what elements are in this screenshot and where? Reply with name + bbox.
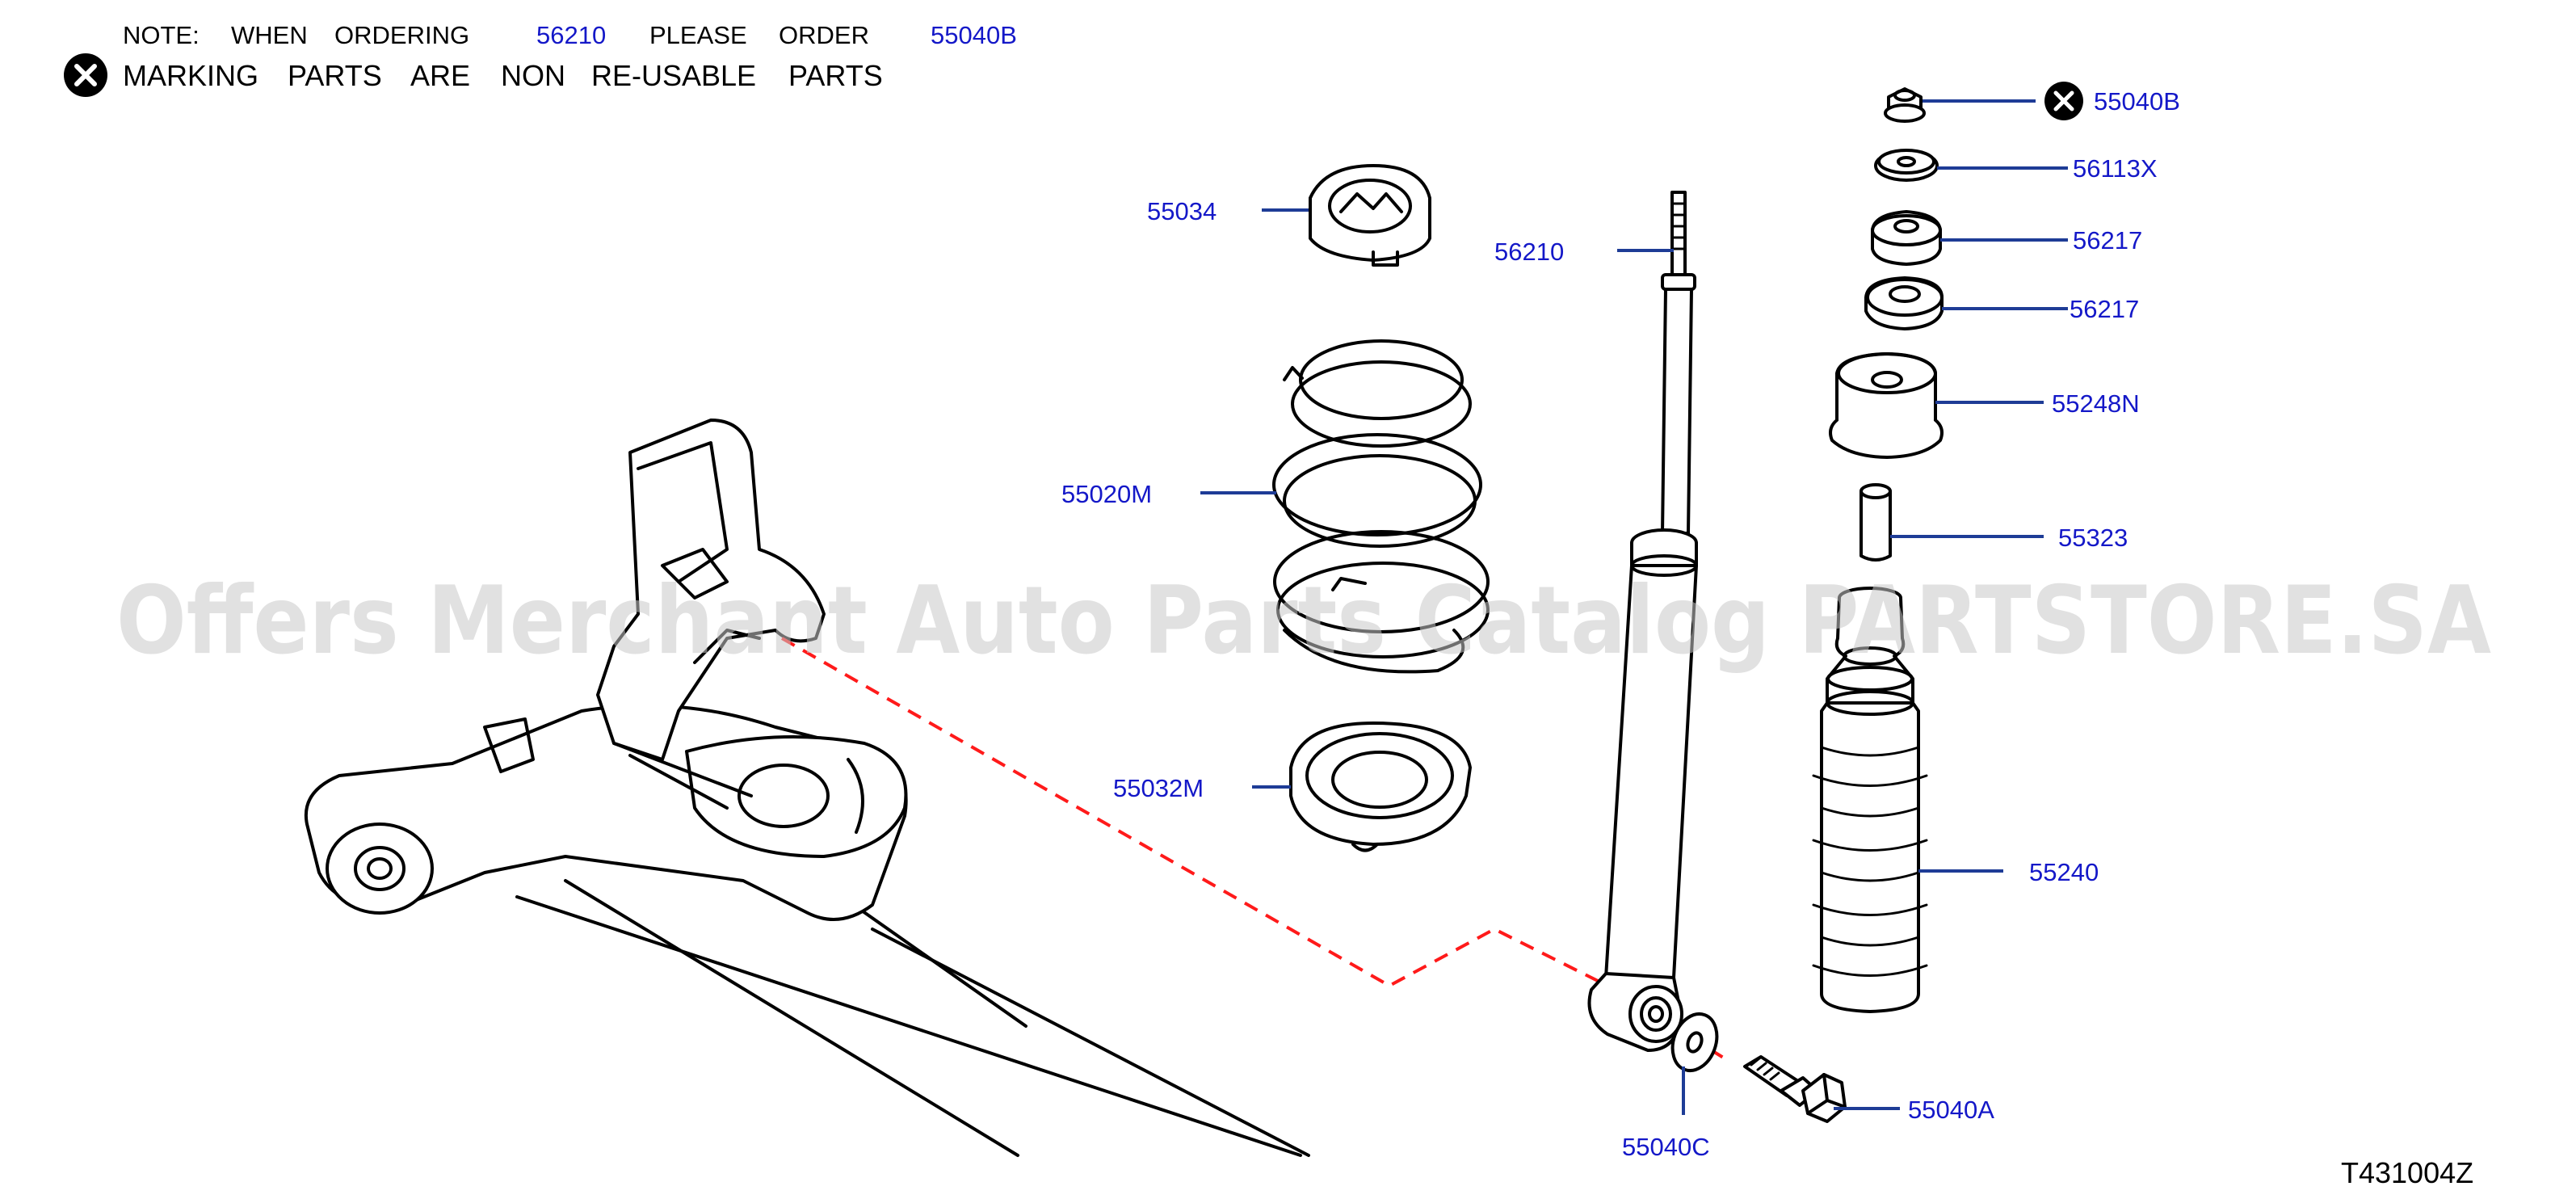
note-word-parts-2: PARTS	[788, 59, 883, 92]
note-word-non: NON	[501, 59, 565, 92]
part-label-55032M[interactable]: 55032M	[1113, 774, 1204, 802]
part-label-55040B[interactable]: 55040B	[2094, 87, 2180, 116]
part-label-55034[interactable]: 55034	[1147, 197, 1217, 225]
note-word-please: PLEASE	[649, 21, 747, 49]
note-word-are: ARE	[410, 59, 470, 92]
washer-56113X-drawing	[1874, 149, 1939, 182]
diagram-code: T431004Z	[2341, 1156, 2473, 1189]
spring-seat-55032M-drawing	[1289, 722, 1472, 852]
bump-rubber-55034-drawing	[1309, 164, 1431, 267]
bushing-56217-upper-drawing	[1871, 210, 1942, 266]
rear-axle-beam-drawing	[304, 419, 1310, 1157]
watermark-text: Offers Merchant Auto Parts Catalog PARTS…	[116, 566, 2491, 675]
dust-boot-55240-drawing	[1812, 587, 1928, 1013]
part-label-55248N[interactable]: 55248N	[2052, 389, 2140, 418]
note-part-55040B-link[interactable]: 55040B	[931, 21, 1017, 49]
part-label-55020M[interactable]: 55020M	[1061, 480, 1152, 508]
part-labels: 55040B 56113X 56217 56217 55248N 55323 5…	[1061, 87, 2180, 1161]
x-circle-icon	[64, 53, 107, 97]
nut-55040B-drawing	[1884, 87, 1926, 123]
sleeve-55323-drawing	[1860, 483, 1892, 562]
note-word-order: ORDER	[779, 21, 869, 49]
shock-absorber-drawing	[1587, 191, 1698, 1052]
part-label-56217-lower[interactable]: 56217	[2070, 295, 2139, 323]
part-label-55040C[interactable]: 55040C	[1622, 1133, 1710, 1161]
part-label-56113X[interactable]: 56113X	[2073, 154, 2158, 183]
bushing-56217-lower-drawing	[1864, 276, 1944, 330]
part-label-56217-upper[interactable]: 56217	[2073, 226, 2142, 255]
leader-lines	[1200, 99, 2068, 1115]
note-part-56210-link[interactable]: 56210	[536, 21, 606, 49]
part-label-56210[interactable]: 56210	[1494, 238, 1564, 266]
note-word-marking: MARKING	[123, 59, 258, 92]
coil-spring-drawing	[1272, 339, 1490, 674]
part-label-55323[interactable]: 55323	[2058, 524, 2128, 552]
part-label-55240[interactable]: 55240	[2029, 858, 2099, 886]
bolt-55040A-drawing	[1743, 1055, 1847, 1123]
note-word-note: NOTE:	[123, 21, 200, 49]
note-word-ordering: ORDERING	[334, 21, 469, 49]
x-circle-icon	[2044, 82, 2083, 120]
note-word-reusable: RE-USABLE	[591, 59, 756, 92]
cap-55248N-drawing	[1829, 352, 1944, 459]
part-label-55040A[interactable]: 55040A	[1908, 1096, 1994, 1124]
note-word-parts: PARTS	[288, 59, 382, 92]
note-word-when: WHEN	[231, 21, 308, 49]
mounting-dashed-line	[781, 637, 1726, 1060]
note-header: NOTE: WHEN ORDERING 56210 PLEASE ORDER 5…	[64, 21, 1017, 97]
